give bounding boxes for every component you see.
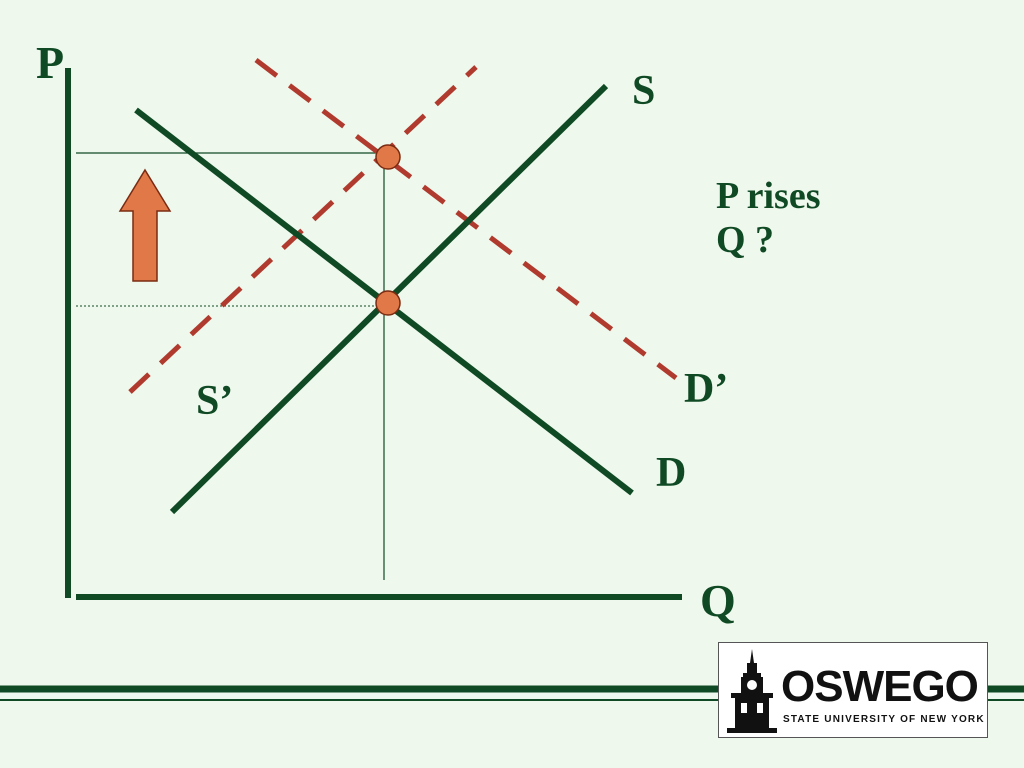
- logo-wordmark: OSWEGO: [781, 662, 979, 711]
- initial-equilibrium-point: [375, 290, 401, 316]
- shifted-demand-curve-label: D’: [684, 366, 729, 412]
- note-line-1: P rises: [716, 175, 821, 217]
- up-arrow-icon: [118, 168, 172, 282]
- price-axis-label: P: [36, 37, 65, 88]
- note-line-2: Q ?: [716, 219, 775, 261]
- shifted-supply-curve-label: S’: [196, 378, 234, 424]
- oswego-logo: OSWEGO STATE UNIVERSITY OF NEW YORK: [718, 642, 988, 738]
- demand-curve-label: D: [656, 450, 687, 496]
- annotation-note: P rises Q ?: [716, 174, 820, 262]
- supply-curve-label: S: [632, 68, 656, 114]
- quantity-axis-label: Q: [700, 575, 736, 626]
- logo-subtitle: STATE UNIVERSITY OF NEW YORK: [783, 714, 985, 725]
- shifted-supply-curve: [128, 65, 478, 394]
- new-equilibrium-point: [375, 144, 401, 170]
- shifted-demand-curve: [254, 58, 678, 380]
- clock-tower-icon: [727, 649, 777, 733]
